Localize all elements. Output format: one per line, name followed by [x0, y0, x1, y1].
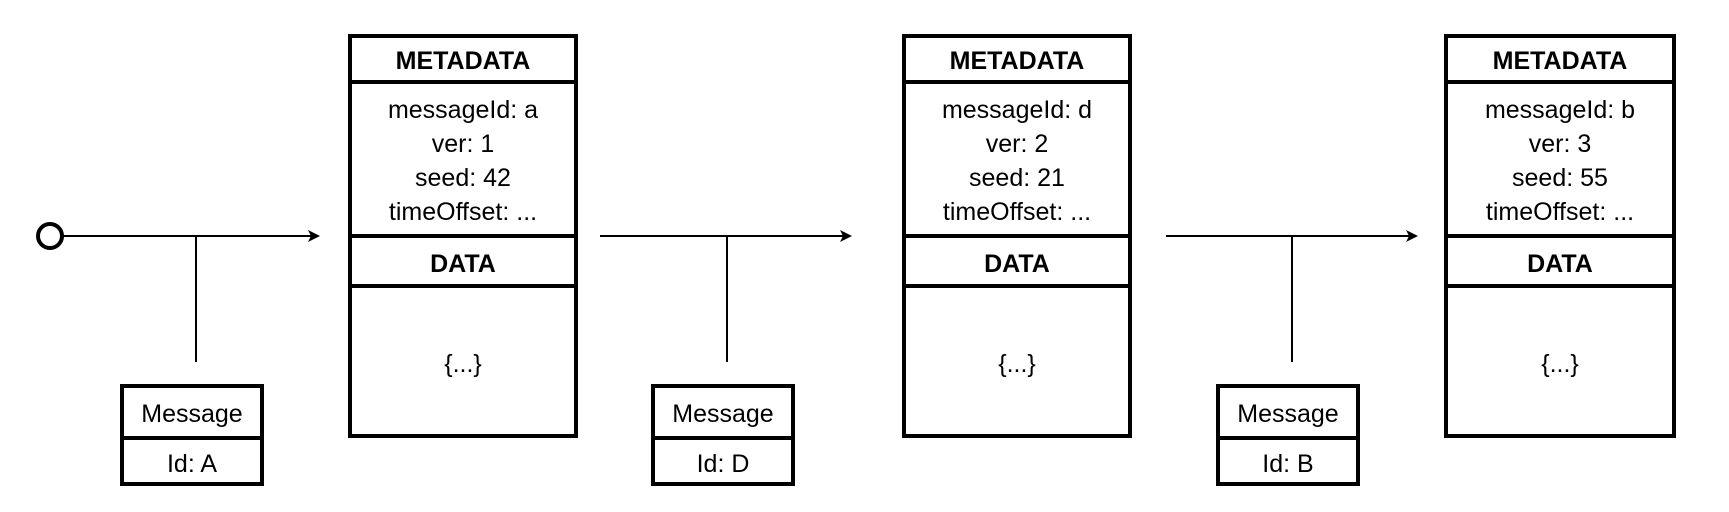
- metadata-header: METADATA: [1493, 47, 1628, 75]
- start-node: [36, 222, 64, 250]
- metadata-header: METADATA: [950, 47, 1085, 75]
- message-title: Message: [141, 400, 242, 428]
- metadata-line: timeOffset: ...: [1486, 198, 1634, 226]
- metadata-line: timeOffset: ...: [389, 198, 537, 226]
- data-body: {...}: [1541, 350, 1579, 378]
- data-header: DATA: [430, 250, 496, 278]
- message-title: Message: [672, 400, 773, 428]
- metadata-line: seed: 21: [969, 164, 1065, 192]
- metadata-line: ver: 2: [986, 130, 1049, 158]
- data-body: {...}: [444, 350, 482, 378]
- data-body: {...}: [998, 350, 1036, 378]
- record-block-1: METADATA messageId: a ver: 1 seed: 42 ti…: [348, 34, 578, 438]
- data-header: DATA: [984, 250, 1050, 278]
- metadata-line: seed: 42: [415, 164, 511, 192]
- record-block-3: METADATA messageId: b ver: 3 seed: 55 ti…: [1444, 34, 1676, 438]
- metadata-line: timeOffset: ...: [943, 198, 1091, 226]
- message-id: Id: D: [697, 450, 750, 478]
- message-box-2: Message Id: D: [651, 384, 795, 486]
- metadata-line: ver: 1: [432, 130, 495, 158]
- metadata-line: messageId: a: [388, 96, 538, 124]
- data-header: DATA: [1527, 250, 1593, 278]
- message-title: Message: [1237, 400, 1338, 428]
- metadata-line: seed: 55: [1512, 164, 1608, 192]
- message-box-3: Message Id: B: [1216, 384, 1360, 486]
- record-block-2: METADATA messageId: d ver: 2 seed: 21 ti…: [902, 34, 1132, 438]
- message-id: Id: A: [167, 450, 217, 478]
- metadata-header: METADATA: [396, 47, 531, 75]
- message-box-1: Message Id: A: [120, 384, 264, 486]
- metadata-line: messageId: d: [942, 96, 1092, 124]
- metadata-line: messageId: b: [1485, 96, 1635, 124]
- metadata-line: ver: 3: [1529, 130, 1592, 158]
- message-id: Id: B: [1262, 450, 1313, 478]
